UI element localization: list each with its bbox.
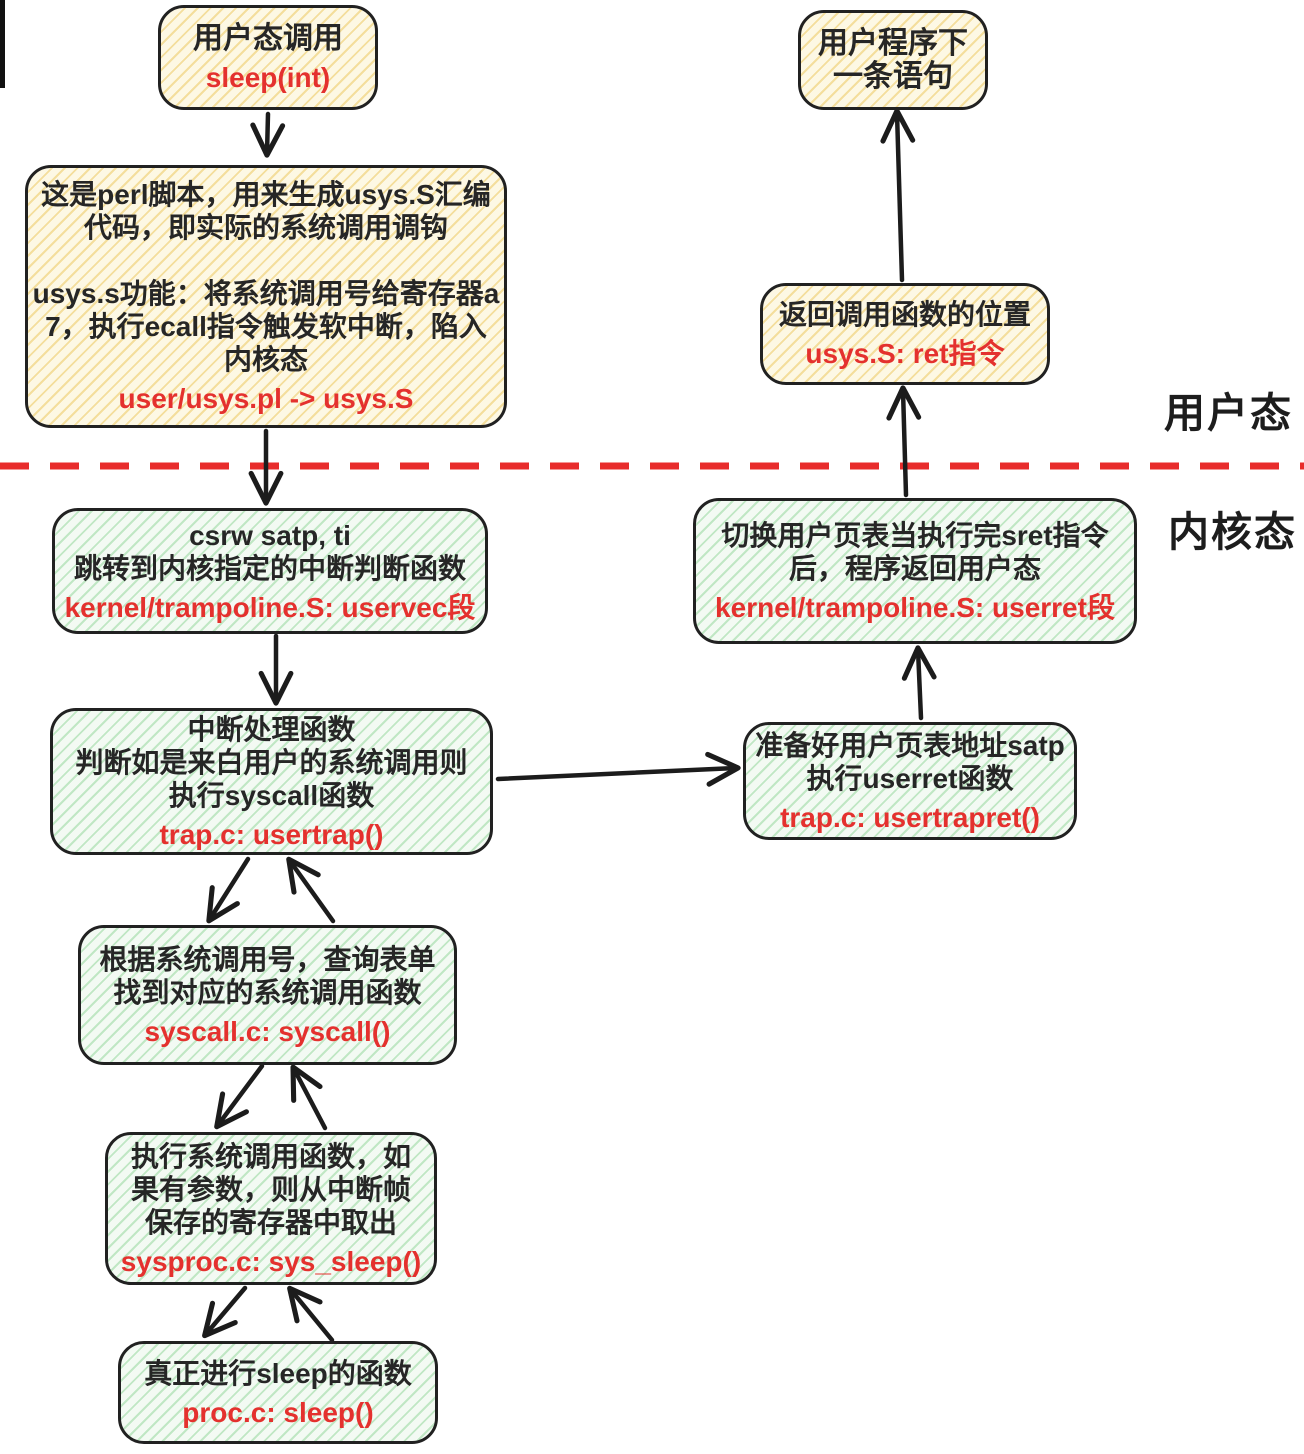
node-code-line: kernel/trampoline.S: uservec段 [64, 591, 476, 623]
node-usys-pl: 这是perl脚本，用来生成usys.S汇编 代码，即实际的系统调用调钩 usys… [25, 165, 507, 428]
node-userret: 切换用户页表当执行完sret指令 后，程序返回用户态 kernel/trampo… [693, 498, 1137, 644]
node-sleep-fn: 真正进行sleep的函数 proc.c: sleep() [118, 1341, 438, 1444]
node-uservec: csrw satp, ti 跳转到内核指定的中断判断函数 kernel/tram… [52, 508, 488, 634]
node-code-line: sysproc.c: sys_sleep() [120, 1245, 422, 1277]
node-text-line: 找到对应的系统调用函数 [113, 976, 422, 1008]
node-text-line: 后，程序返回用户态 [788, 552, 1041, 584]
kernel-mode-label: 内核态 [1168, 509, 1297, 555]
arrow-syssleep-to-sleepfn [202, 1285, 248, 1339]
node-text-line: 判断如是来白用户的系统调用则 [75, 746, 468, 778]
node-text-line: 跳转到内核指定的中断判断函数 [73, 552, 466, 584]
node-text-line: 内核态 [223, 344, 308, 375]
node-text-line: 用户程序下 [818, 27, 968, 60]
node-code-line: usys.S: ret指令 [805, 338, 1005, 369]
node-usertrap: 中断处理函数 判断如是来白用户的系统调用则 执行syscall函数 trap.c… [50, 708, 493, 855]
node-text-line: 果有参数，则从中断帧 [130, 1173, 411, 1205]
node-text-line: 执行系统调用函数，如 [130, 1140, 411, 1172]
node-code-line: sleep(int) [205, 61, 331, 93]
node-user-call: 用户态调用 sleep(int) [158, 5, 378, 110]
arrow-usertrap-to-syscall [206, 856, 251, 924]
arrow-syscall-to-syssleep [214, 1063, 265, 1130]
node-text-line: 一条语句 [833, 60, 953, 93]
node-next-stmt: 用户程序下 一条语句 [798, 10, 988, 110]
arrow-syssleep-to-syscall [290, 1064, 328, 1131]
node-text-line: 这是perl脚本，用来生成usys.S汇编 [41, 179, 491, 210]
node-text-line: 代码，即实际的系统调用调钩 [83, 212, 448, 243]
node-code-line: trap.c: usertrapret() [780, 801, 1040, 833]
node-code-line: kernel/trampoline.S: userret段 [715, 591, 1115, 623]
arrow-ret-to-nextstmt [880, 108, 916, 283]
node-sys-sleep: 执行系统调用函数，如 果有参数，则从中断帧 保存的寄存器中取出 sysproc.… [105, 1132, 437, 1285]
node-code-line: proc.c: sleep() [182, 1396, 374, 1428]
node-syscall: 根据系统调用号，查询表单 找到对应的系统调用函数 syscall.c: sysc… [78, 925, 457, 1065]
node-code-line: syscall.c: syscall() [144, 1015, 391, 1047]
arrow-syscall-to-usertrap [286, 856, 336, 924]
arrow-usercall-to-usyspl [250, 111, 286, 158]
scan-edge-artifact [0, 0, 5, 88]
user-mode-label: 用户态 [1164, 390, 1293, 436]
node-text-line: 中断处理函数 [187, 713, 356, 745]
node-text-line: 切换用户页表当执行完sret指令 [721, 519, 1109, 551]
arrow-userret-to-ret [886, 385, 922, 498]
node-text-line: usys.s功能：将系统调用号给寄存器a [32, 278, 500, 309]
node-text-line: 执行syscall函数 [168, 779, 375, 811]
node-text-line: 用户态调用 [193, 21, 343, 55]
arrow-usertrap-to-usertrapret [495, 751, 741, 787]
arrow-usertrapret-to-userret [901, 645, 937, 721]
node-text-line: 返回调用函数的位置 [778, 299, 1031, 330]
node-text-line: 执行userret函数 [806, 762, 1014, 794]
node-text-line: 保存的寄存器中取出 [144, 1206, 397, 1238]
node-text-line: 真正进行sleep的函数 [144, 1357, 412, 1389]
node-text-line: csrw satp, ti [189, 519, 351, 551]
node-text-line: 7，执行ecall指令触发软中断，陷入 [45, 311, 487, 342]
node-code-line: trap.c: usertrap() [159, 818, 384, 850]
node-ret: 返回调用函数的位置 usys.S: ret指令 [760, 283, 1050, 385]
node-text-line: 准备好用户页表地址satp [755, 729, 1065, 761]
node-usertrapret: 准备好用户页表地址satp 执行userret函数 trap.c: usertr… [743, 722, 1077, 840]
arrow-sleepfn-to-syssleep [287, 1285, 335, 1343]
node-text-line: 根据系统调用号，查询表单 [99, 943, 436, 975]
node-code-line: user/usys.pl -> usys.S [118, 383, 414, 414]
